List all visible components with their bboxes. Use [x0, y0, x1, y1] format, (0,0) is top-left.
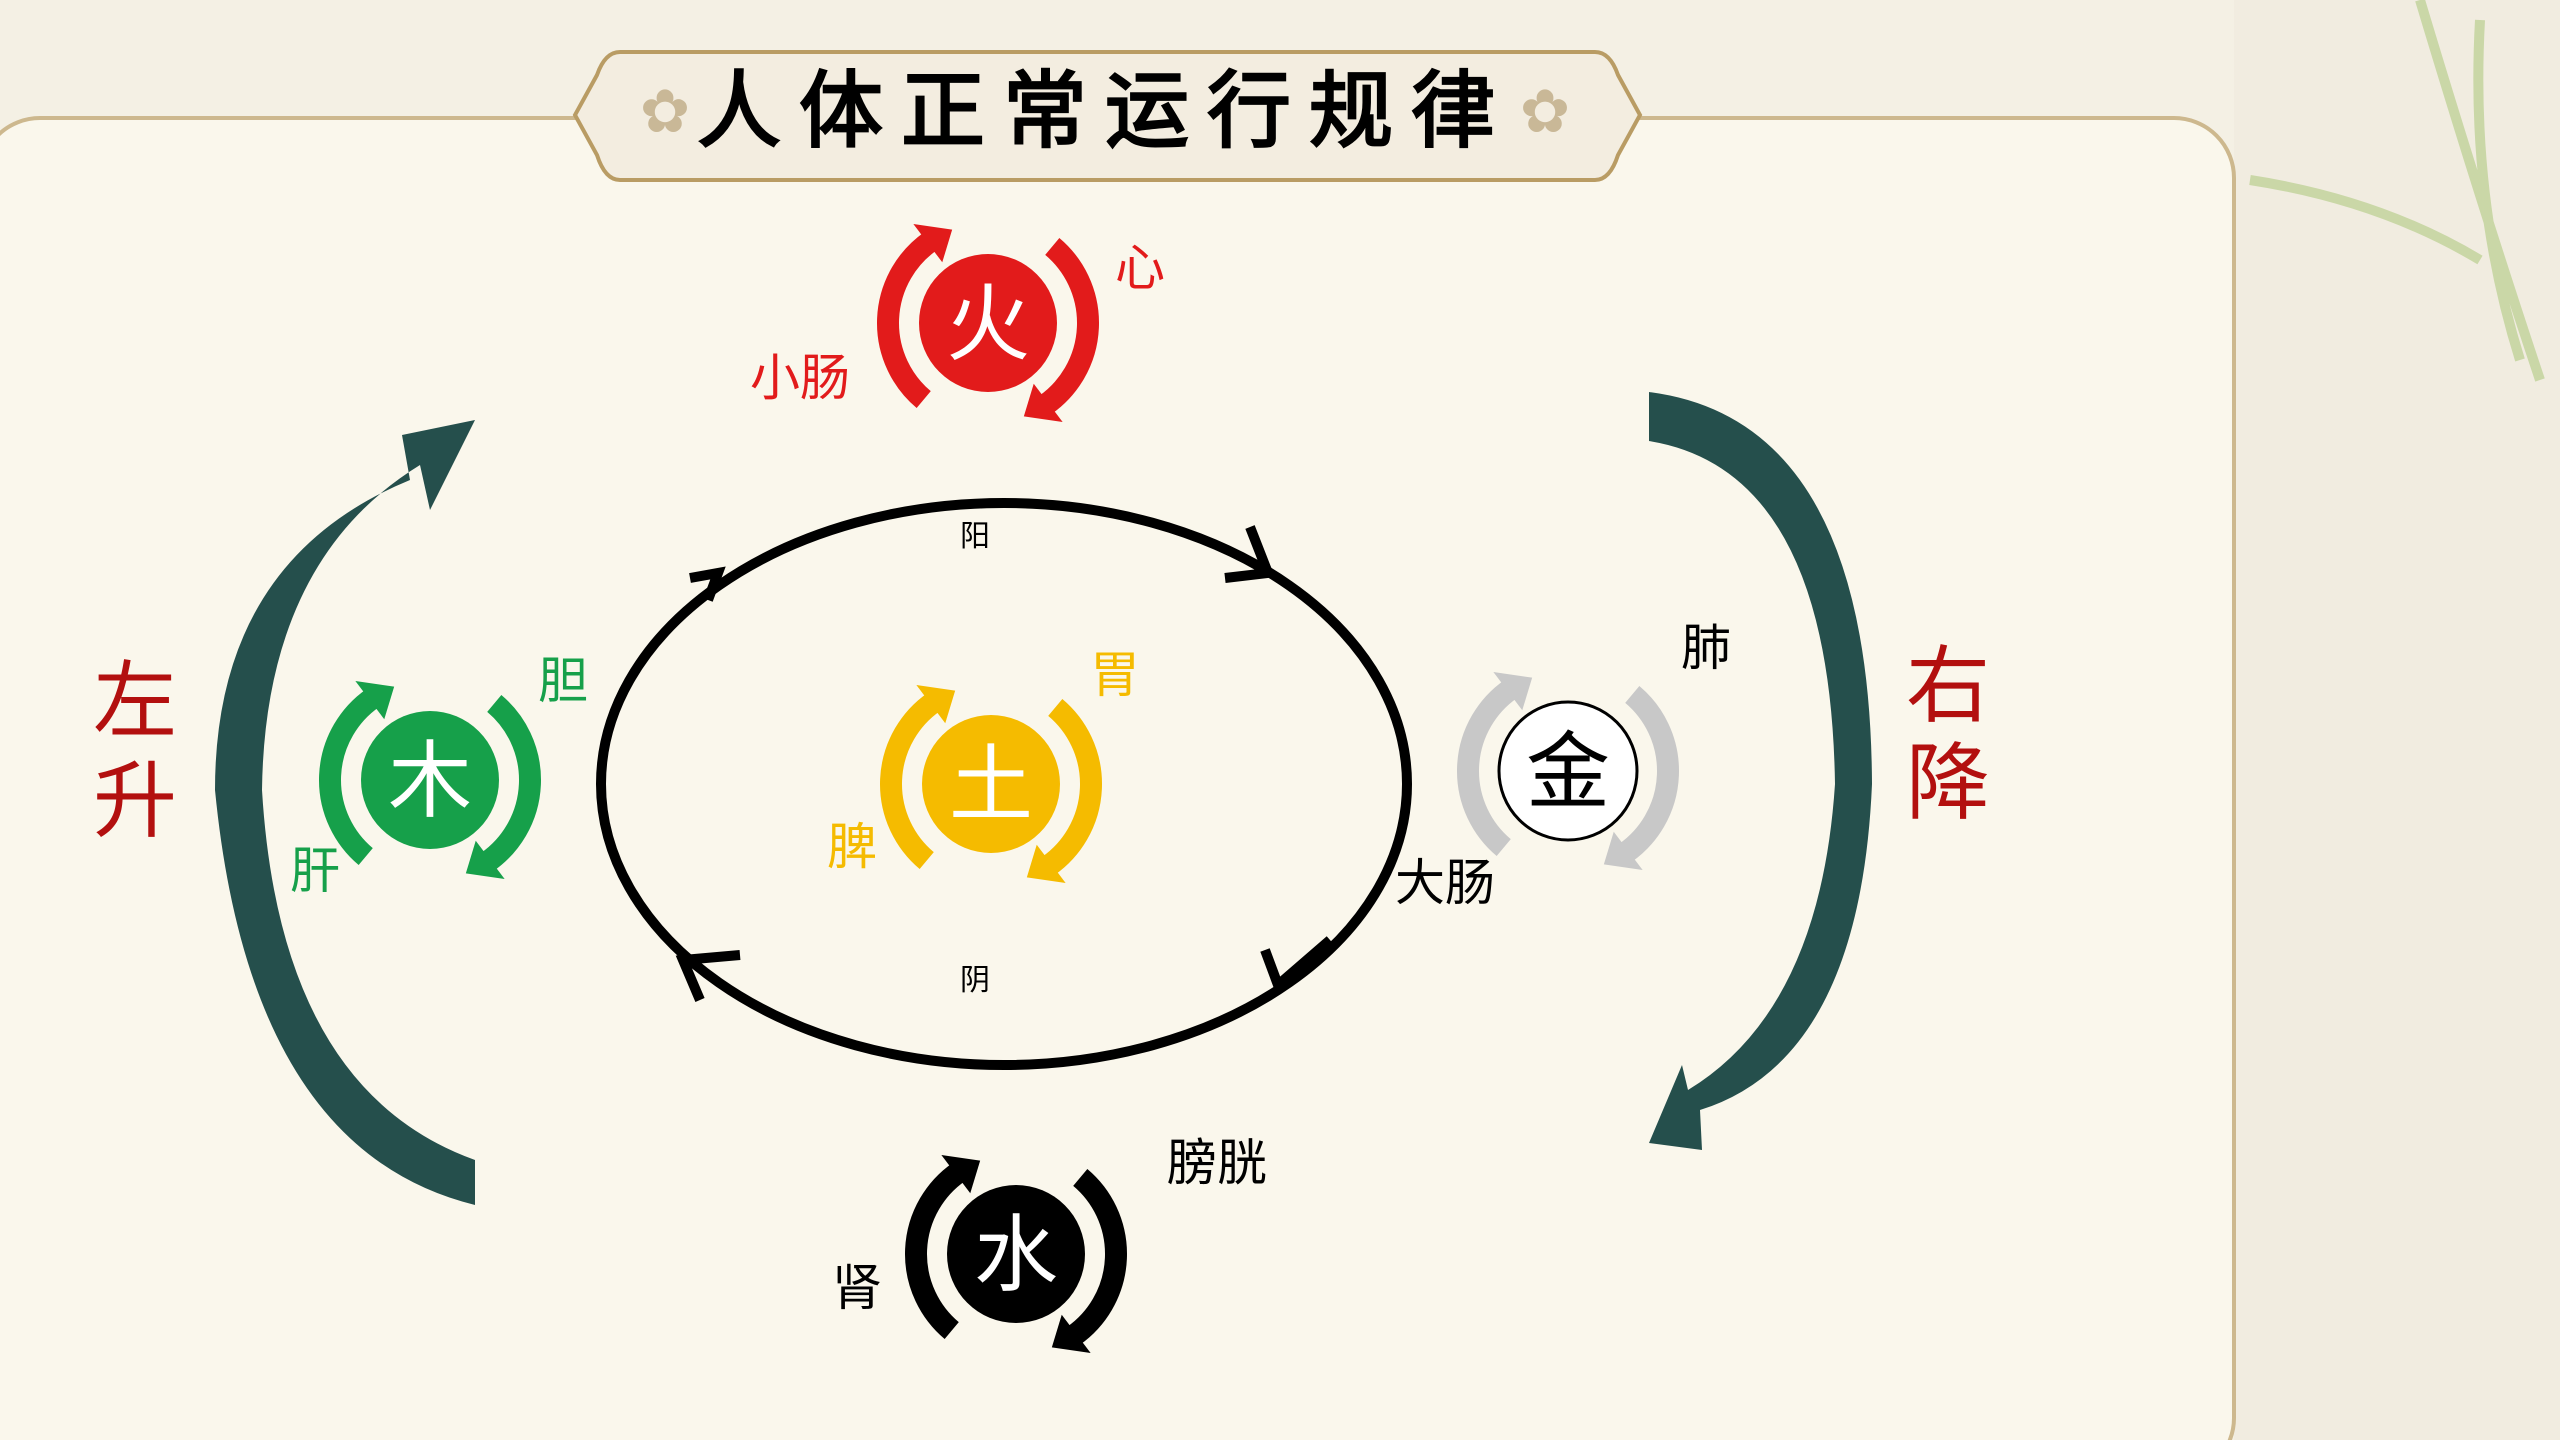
organ-label: 胃 — [1090, 646, 1140, 704]
bamboo-leaf-decoration — [2249, 0, 2545, 382]
right-label-char: 降 — [1906, 734, 1990, 832]
rotation-arrow — [319, 689, 380, 866]
left-label-char: 左 — [93, 652, 177, 750]
rotation-arrowhead — [941, 1154, 981, 1194]
yang-label: 阳 — [960, 519, 990, 554]
water-char: 水 — [974, 1206, 1058, 1304]
organ-label: 大肠 — [1395, 854, 1495, 912]
element-earth: 土胃脾 — [827, 646, 1140, 884]
organ-label: 小肠 — [750, 349, 850, 407]
wood-circle — [361, 711, 499, 849]
rotation-arrow — [1066, 1168, 1127, 1345]
ascending-arrow — [215, 420, 475, 1205]
yin-label: 阴 — [960, 963, 990, 998]
element-metal: 金 肺大肠 — [1395, 619, 1731, 912]
rotation-arrowhead — [1026, 844, 1066, 884]
organ-label: 心 — [1115, 239, 1165, 297]
rotation-arrow — [1457, 680, 1518, 857]
organ-label: 膀胱 — [1167, 1134, 1267, 1192]
element-wood: 木 胆肝 — [290, 652, 588, 900]
rotation-arrow — [1041, 698, 1102, 875]
metal-char: 金 — [1526, 723, 1610, 821]
organ-label: 肾 — [832, 1259, 882, 1317]
organ-label: 胆 — [538, 652, 588, 710]
water-circle — [947, 1185, 1085, 1323]
flower-ornament-icon: ✿ — [1520, 77, 1570, 147]
rotation-arrow — [480, 694, 541, 871]
element-fire: 火 心小肠 — [750, 223, 1165, 423]
cycle-arrowhead — [1224, 525, 1276, 583]
rotation-arrowhead — [1603, 831, 1643, 871]
cycle-arrowhead — [675, 950, 741, 1002]
fire-circle — [919, 254, 1057, 392]
wood-char: 木 — [388, 732, 472, 830]
flower-ornament-icon: ✿ — [640, 77, 690, 147]
element-water: 水 膀胱肾 — [832, 1134, 1267, 1354]
rotation-arrow — [877, 232, 938, 409]
cycle-arrowhead — [689, 566, 726, 602]
organ-label: 脾 — [827, 818, 877, 876]
title-banner: ✿ ✿ 人体正常运行规律 — [572, 50, 1643, 182]
rotation-arrow — [1618, 685, 1679, 862]
left-label-char: 升 — [93, 752, 177, 850]
yin-yang-cycle — [596, 498, 1412, 1070]
rotation-arrowhead — [916, 684, 956, 724]
page-title: 人体正常运行规律 — [697, 61, 1513, 160]
fire-char: 火 — [946, 275, 1030, 373]
rotation-arrowhead — [355, 680, 395, 720]
organ-label: 肺 — [1681, 619, 1731, 677]
metal-circle — [1497, 700, 1639, 842]
earth-circle — [922, 715, 1060, 853]
descending-arrow — [1649, 392, 1872, 1150]
rotation-arrow — [880, 693, 941, 870]
side-decoration — [2234, 0, 2560, 1440]
cycle-arrowhead — [1260, 936, 1334, 994]
rotation-arrowhead — [1023, 383, 1063, 423]
rotation-arrow — [1038, 237, 1099, 414]
rotation-arrow — [905, 1163, 966, 1340]
right-label-char: 右 — [1906, 637, 1990, 735]
organ-label: 肝 — [290, 842, 340, 900]
rotation-arrowhead — [913, 223, 953, 263]
rotation-arrowhead — [465, 840, 505, 880]
earth-char: 土 — [949, 736, 1033, 834]
rotation-arrowhead — [1051, 1314, 1091, 1354]
rotation-arrowhead — [1493, 671, 1533, 711]
